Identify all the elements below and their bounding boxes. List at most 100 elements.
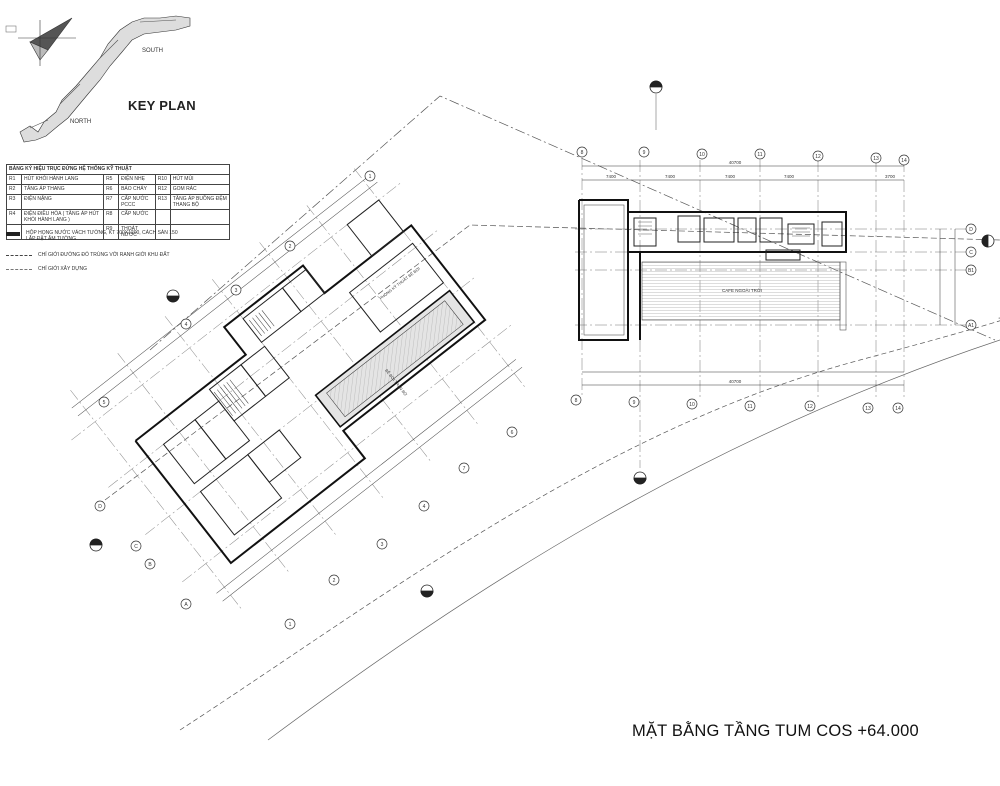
dim-total-top: 40700 — [729, 160, 742, 165]
cafe-label: CAFE NGOÀI TRỜI — [722, 287, 762, 293]
section-markers-left — [89, 289, 434, 598]
dim-segment: 3700 — [885, 174, 896, 179]
axis-bubble: 13 — [870, 152, 882, 164]
section-marker-icon — [89, 538, 103, 552]
axis-bubble: 10 — [696, 148, 708, 160]
svg-text:5: 5 — [103, 400, 106, 406]
key-plan-title: KEY PLAN — [128, 98, 196, 113]
svg-text:11: 11 — [757, 152, 762, 158]
dim-segment: 7400 — [665, 174, 676, 179]
axis-bubble: 11 — [744, 400, 756, 412]
axis-bubble: 3 — [230, 284, 242, 296]
axis-bubble: 9 — [638, 146, 650, 158]
svg-text:4: 4 — [185, 322, 188, 328]
axis-bubble: 14 — [898, 154, 910, 166]
svg-text:C: C — [969, 250, 973, 256]
axis-bubble: 8 — [576, 146, 588, 158]
svg-text:A: A — [184, 602, 188, 608]
svg-text:11: 11 — [747, 404, 752, 410]
svg-text:9: 9 — [633, 400, 636, 406]
dim-segment: 7400 — [784, 174, 795, 179]
axis-bubble: 12 — [804, 400, 816, 412]
svg-text:12: 12 — [815, 154, 821, 160]
svg-text:3: 3 — [381, 542, 384, 548]
north-arrow-icon — [18, 17, 76, 66]
svg-text:2: 2 — [289, 244, 292, 250]
setback-curve — [179, 316, 1000, 731]
svg-text:4: 4 — [423, 504, 426, 510]
svg-text:14: 14 — [901, 158, 907, 164]
svg-text:13: 13 — [873, 156, 879, 162]
svg-text:D: D — [969, 227, 973, 233]
axis-bubble: A — [180, 598, 192, 610]
svg-text:8: 8 — [581, 150, 584, 156]
svg-text:10: 10 — [689, 402, 695, 408]
road-curve — [267, 339, 1000, 741]
section-marker-icon — [166, 289, 180, 303]
left-axis-bubbles: 1 2 3 4 5 6 7 4 3 2 1 D C B A — [94, 170, 518, 630]
svg-text:C: C — [134, 544, 138, 550]
svg-text:12: 12 — [807, 404, 813, 410]
axis-bubble: 1 — [284, 618, 296, 630]
axis-bubble: 7 — [458, 462, 470, 474]
pool — [314, 289, 476, 428]
section-marker-icon — [649, 80, 663, 94]
axis-bubble: 4 — [418, 500, 430, 512]
tech-room-label: PHÒNG KỸ THUẬT BỂ BƠI — [378, 266, 421, 301]
axis-bubble: D — [94, 500, 106, 512]
section-markers-right — [633, 80, 995, 485]
axis-bubble: B1 — [965, 264, 977, 276]
key-plan-north-label: NORTH — [70, 119, 91, 125]
svg-text:6: 6 — [511, 430, 514, 436]
section-marker-icon — [633, 471, 647, 485]
axis-bubble: 4 — [180, 318, 192, 330]
build-line-symbol-icon — [6, 269, 32, 270]
axis-bubble: 12 — [812, 150, 824, 162]
axis-bubble: 2 — [284, 240, 296, 252]
svg-text:1: 1 — [369, 174, 372, 180]
left-floor-plan: BỂ BƠI TRÀN BỜ PHÒNG KỸ THUẬT BỂ BƠI — [70, 168, 527, 611]
axis-bubble: 3 — [376, 538, 388, 550]
svg-text:B1: B1 — [968, 268, 974, 274]
dim-segment: 7400 — [606, 174, 617, 179]
key-plan-south-label: SOUTH — [142, 48, 163, 54]
axis-bubble: 11 — [754, 148, 766, 160]
key-plan-diagram — [5, 15, 191, 143]
axis-bubble: A1 — [965, 319, 977, 331]
right-floor-plan: 40700 7400 7400 7400 7400 3700 40700 CAF… — [575, 158, 975, 468]
section-marker-icon — [420, 584, 434, 598]
svg-text:3: 3 — [235, 288, 238, 294]
dim-total-bottom: 40700 — [729, 379, 742, 384]
svg-text:7: 7 — [463, 466, 466, 472]
svg-text:9: 9 — [643, 150, 646, 156]
axis-bubble: B — [144, 558, 156, 570]
sheet-title: MẶT BẰNG TẦNG TUM COS +64.000 — [632, 722, 919, 740]
legend-header: BẢNG KÝ HIỆU TRỤC ĐỨNG HỆ THỐNG KỸ THUẬT — [6, 164, 230, 175]
legend-table: BẢNG KÝ HIỆU TRỤC ĐỨNG HỆ THỐNG KỸ THUẬT… — [6, 164, 231, 240]
svg-text:D: D — [98, 504, 102, 510]
key-plan-building — [19, 15, 191, 143]
svg-text:2: 2 — [333, 578, 336, 584]
dim-segment: 7400 — [725, 174, 736, 179]
svg-text:A1: A1 — [968, 323, 974, 329]
axis-bubble: 8 — [570, 394, 582, 406]
axis-bubble: C — [965, 246, 977, 258]
construction-boundary-line — [104, 224, 1000, 501]
svg-text:B: B — [148, 562, 152, 568]
svg-text:8: 8 — [575, 398, 578, 404]
svg-text:13: 13 — [865, 406, 871, 412]
cafe-terrace — [641, 261, 841, 321]
build-boundary-note: CHỈ GIỚI XÂY DỰNG — [38, 266, 88, 272]
site-boundary-lines — [104, 95, 1000, 741]
axis-bubble: 1 — [364, 170, 376, 182]
svg-text:14: 14 — [895, 406, 901, 412]
hydrant-note: HỘP HỌNG NƯỚC VÁCH TƯỜNG, KT 700X1200, C… — [26, 230, 178, 242]
hydrant-symbol-icon — [6, 232, 20, 236]
road-line-symbol-icon — [6, 255, 32, 256]
boundary-road-line — [149, 95, 996, 351]
axis-bubble: 9 — [628, 396, 640, 408]
